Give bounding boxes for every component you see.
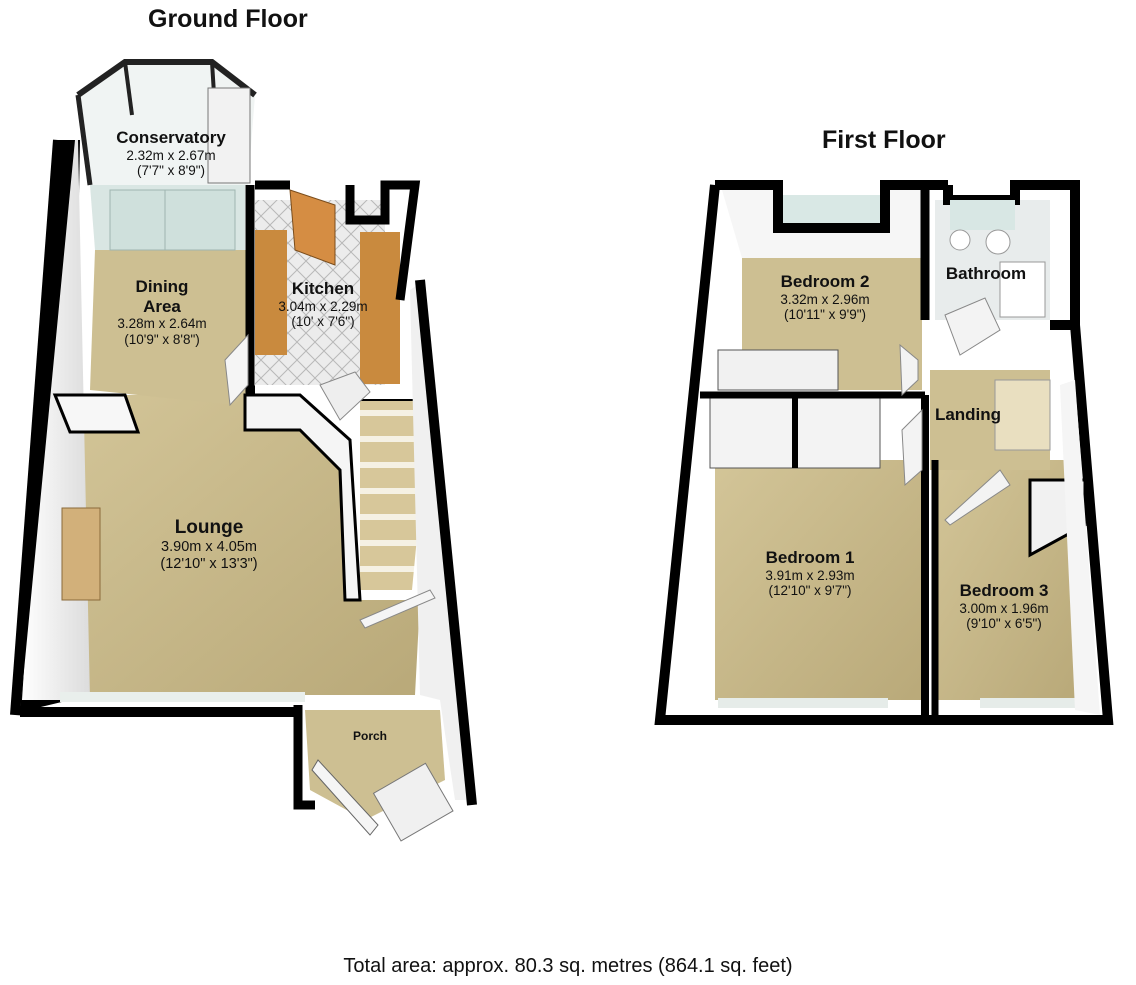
kitchen-door-icon: [289, 189, 336, 266]
room-label-lounge: Lounge 3.90m x 4.05m (12'10" x 13'3"): [160, 517, 257, 572]
room-metric: 2.32m x 2.67m: [126, 147, 216, 163]
room-label-conservatory: Conservatory 2.32m x 2.67m (7'7" x 8'9"): [116, 128, 226, 179]
room-name: Bathroom: [945, 264, 1027, 283]
room-imperial: (10'9" x 8'8"): [124, 331, 200, 347]
wardrobe-bed2: [717, 349, 839, 391]
bathroom-door-icon: [944, 297, 1001, 356]
room-name: Landing: [934, 405, 1002, 424]
ground-floor-plan: [10, 59, 477, 842]
room-name-line2: Area: [143, 296, 181, 316]
stairs-door-icon: [319, 371, 371, 421]
basin-icon: [985, 229, 1011, 255]
room-imperial: (9'10" x 6'5"): [966, 616, 1042, 632]
landing-door-icon: [899, 343, 919, 397]
lounge-floor: [65, 395, 420, 695]
room-label-landing: Landing: [935, 405, 1001, 425]
bath-icon: [999, 261, 1046, 318]
room-label-bathroom: Bathroom: [946, 264, 1026, 284]
room-label-dining-area: Dining Area 3.28m x 2.64m (10'9" x 8'8"): [117, 277, 206, 347]
room-label-bedroom-1: Bedroom 1 3.91m x 2.93m (12'10" x 9'7"): [765, 548, 854, 599]
kitchen-floor: [255, 200, 385, 385]
porch-window-icon: [372, 762, 454, 842]
room-name-line1: Dining: [135, 277, 189, 296]
first-floor-title: First Floor: [822, 126, 946, 154]
room-metric: 3.28m x 2.64m: [117, 316, 207, 332]
room-label-porch: Porch: [352, 729, 388, 744]
room-metric: 3.00m x 1.96m: [959, 600, 1049, 616]
room-metric: 3.32m x 2.96m: [780, 291, 870, 307]
dining-floor: [90, 250, 248, 405]
first-floor-plan: [654, 180, 1114, 725]
dining-door-icon: [224, 333, 249, 407]
room-metric: 3.04m x 2.29m: [278, 298, 368, 314]
kitchen-worktop-left: [255, 230, 287, 355]
first-floor-stairwell: [994, 379, 1051, 451]
conservatory-door-icon: [207, 87, 251, 184]
room-imperial: (10' x 7'6"): [291, 314, 355, 330]
room-name: Conservatory: [116, 128, 226, 147]
lounge-door-icon: [359, 589, 436, 629]
room-metric: 3.91m x 2.93m: [765, 567, 855, 583]
lounge-sideboard: [61, 507, 101, 601]
room-label-kitchen: Kitchen 3.04m x 2.29m (10' x 7'6"): [278, 279, 367, 330]
room-label-bedroom-3: Bedroom 3 3.00m x 1.96m (9'10" x 6'5"): [959, 581, 1048, 632]
ground-floor-stairs: [360, 400, 430, 590]
bedroom-1-floor: [715, 460, 925, 700]
kitchen-worktop-right: [360, 232, 400, 384]
room-imperial: (7'7" x 8'9"): [136, 163, 206, 179]
bedroom-1-door-icon: [901, 408, 923, 487]
room-name: Porch: [352, 729, 388, 743]
room-name: Bedroom 3: [959, 581, 1049, 600]
room-imperial: (12'10" x 13'3"): [160, 555, 258, 572]
room-name: Bedroom 1: [765, 548, 855, 567]
total-area-caption: Total area: approx. 80.3 sq. metres (864…: [343, 955, 793, 977]
room-label-bedroom-2: Bedroom 2 3.32m x 2.96m (10'11" x 9'9"): [780, 272, 869, 323]
room-name: Kitchen: [291, 279, 355, 298]
bedroom-3-door-icon: [944, 469, 1011, 526]
room-name: Bedroom 2: [780, 272, 870, 291]
room-metric: 3.90m x 4.05m: [161, 538, 257, 555]
room-name: Lounge: [174, 517, 244, 538]
room-imperial: (10'11" x 9'9"): [783, 307, 867, 323]
toilet-icon: [949, 229, 971, 251]
ground-floor-title: Ground Floor: [148, 5, 308, 33]
room-imperial: (12'10" x 9'7"): [768, 583, 852, 599]
porch-door-icon: [311, 759, 379, 836]
